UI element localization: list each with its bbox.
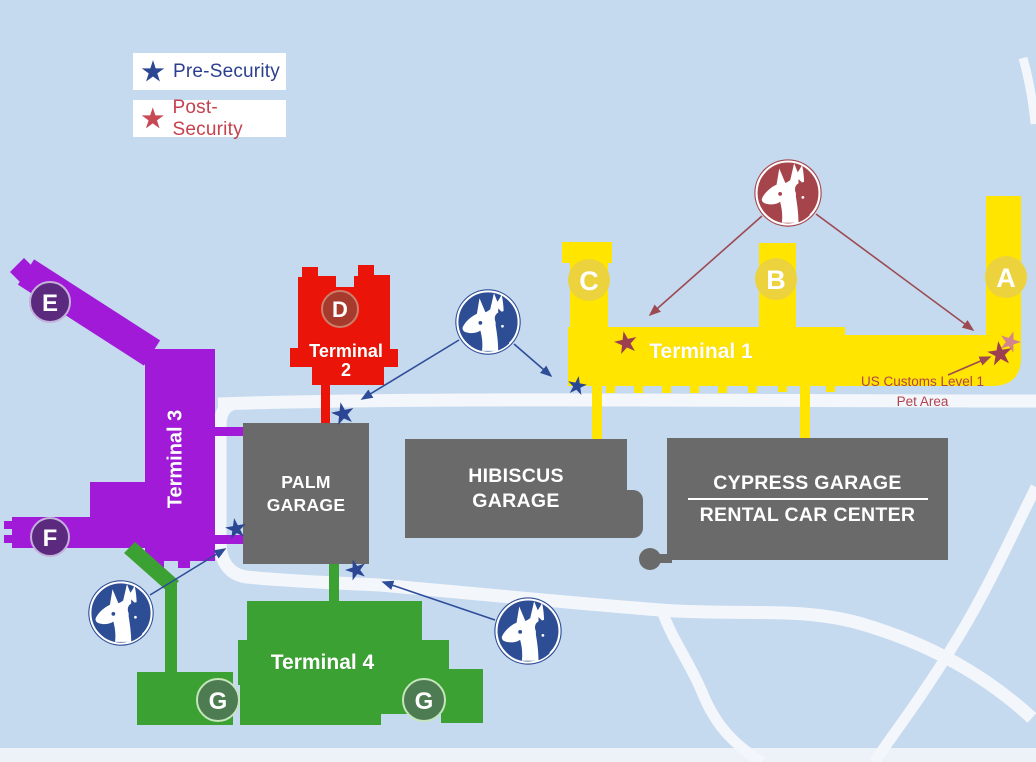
terminal-4-label: Terminal 4 <box>270 651 375 674</box>
connector-green <box>329 562 339 606</box>
palm-garage-building <box>243 423 369 564</box>
legend-post-security-label: Post-Security <box>172 96 243 140</box>
garage-roundabout-stub <box>658 554 672 563</box>
gate-c-circle <box>568 259 610 301</box>
connector-yellow-west <box>592 386 602 439</box>
arrow-blue-to-palm-west <box>149 548 227 596</box>
road-branch-south <box>656 609 765 762</box>
gate-c-label: C <box>579 266 599 296</box>
gate-a-circle <box>985 256 1027 298</box>
gate-f-label: F <box>43 525 58 552</box>
gate-a-label: A <box>996 263 1016 293</box>
connector-yellow-east <box>800 386 810 438</box>
terminal-2-label-line1: Terminal <box>309 341 383 361</box>
gate-d-circle <box>321 290 359 328</box>
terminal-3-building <box>4 258 215 570</box>
hibiscus-garage-building <box>405 439 627 538</box>
gate-b-circle <box>755 258 797 300</box>
arrow-blue-to-palm-top <box>360 339 460 400</box>
gate-e-circle <box>29 281 71 323</box>
road-stub-topright <box>1018 56 1036 125</box>
roads <box>0 56 1036 762</box>
road-main-horizontal <box>217 393 1036 411</box>
gate-b-label: B <box>766 265 786 295</box>
hibiscus-garage-annex <box>611 490 643 538</box>
palm-garage-label: PALM GARAGE <box>243 423 369 564</box>
pointer-arrows <box>149 213 992 621</box>
garage-roundabout <box>639 548 661 570</box>
connector-purple-lower <box>213 535 244 544</box>
terminal-garage-connectors <box>213 383 810 606</box>
terminal-1-label: Terminal 1 <box>649 340 753 363</box>
arrow-red-to-terminal1 <box>648 215 763 317</box>
pet-relief-icon-post-security <box>754 159 821 226</box>
cypress-garage-label-line2: RENTAL CAR CENTER <box>699 504 916 527</box>
connector-red <box>321 383 330 425</box>
gate-circles: C B A D E F G G <box>29 256 1027 722</box>
palm-garage-label-line2: GARAGE <box>266 494 346 515</box>
gate-g-west-circle <box>196 678 240 722</box>
hibiscus-garage-label-line1: HIBISCUS <box>468 464 564 487</box>
cypress-garage-divider <box>687 497 928 501</box>
palm-garage-label-line1: PALM <box>281 471 331 492</box>
garages <box>243 423 948 570</box>
us-customs-note-line1: US Customs Level 1 <box>860 374 985 389</box>
gate-e-label: E <box>42 290 58 317</box>
gate-g-east-label: G <box>415 688 434 715</box>
pet-relief-icon-terminal3 <box>88 580 153 645</box>
pet-relief-icon-terminal4 <box>494 597 561 664</box>
arrow-blue-to-terminal1-west <box>513 343 553 378</box>
arrow-red-to-customs <box>815 213 975 331</box>
cypress-garage-label: CYPRESS GARAGE RENTAL CAR CENTER <box>667 438 948 560</box>
legend-pre-security-label: Pre-Security <box>173 60 280 82</box>
gate-f-circle <box>30 517 70 557</box>
gate-g-west-label: G <box>209 688 228 715</box>
terminal-3-label: Terminal 3 <box>164 409 187 509</box>
terminal-2-label-line2: 2 <box>340 360 351 380</box>
road-bottom-strip <box>0 748 1036 762</box>
arrow-blue-to-palm-south <box>381 580 496 621</box>
us-customs-pet-area-note: US Customs Level 1 Pet Area <box>855 372 990 412</box>
connector-purple-upper <box>213 427 244 436</box>
hibiscus-garage-label-line2: GARAGE <box>472 489 560 512</box>
gate-g-east-circle <box>402 678 446 722</box>
pre-security-star-icon <box>141 59 165 82</box>
cypress-garage-label-line1: CYPRESS GARAGE <box>713 471 902 494</box>
legend-pre-security: Pre-Security <box>133 53 286 90</box>
legend-post-security: Post-Security <box>133 97 286 140</box>
arrow-red-customs-note <box>947 356 992 376</box>
road-diagonal-east <box>869 484 1036 762</box>
gate-d-label: D <box>332 297 348 322</box>
pet-relief-icon-terminal2 <box>455 289 520 354</box>
road-lower <box>379 578 1036 723</box>
hibiscus-garage-label: HIBISCUS GARAGE <box>405 439 627 538</box>
terminal-1-gate-teeth <box>606 386 835 393</box>
post-security-star-icon <box>141 106 164 128</box>
us-customs-note-line2: Pet Area <box>896 394 949 409</box>
